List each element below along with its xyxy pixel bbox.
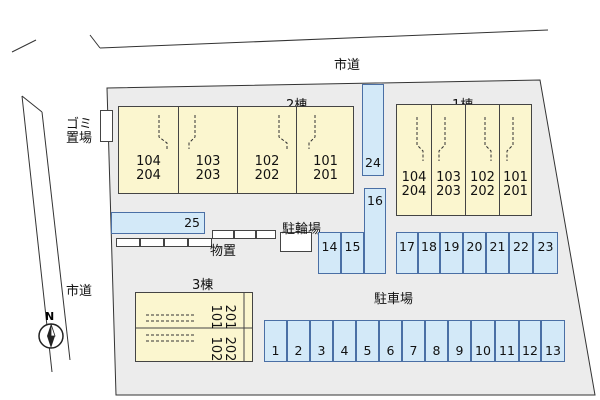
- unit-number-top: 202: [222, 336, 237, 362]
- left-road-label: 市道: [66, 284, 93, 299]
- storage-cell: [212, 230, 234, 239]
- garbage-label: ゴミ置場: [65, 117, 92, 146]
- parking-spot-2: 2: [287, 320, 310, 362]
- parking-spot-9: 9: [448, 320, 471, 362]
- building-2: 104 204 103 203 102 202 101 201: [118, 106, 354, 194]
- unit-number-bottom: 102: [208, 336, 223, 362]
- storage-cell: [234, 230, 256, 239]
- parking-spot-17: 17: [396, 232, 418, 274]
- building-2-stairs: [158, 115, 316, 149]
- unit-number-bottom: 202: [254, 168, 280, 183]
- unit-number-bottom: 202: [470, 184, 495, 199]
- left-road-corner: [21, 95, 43, 113]
- building-1-unit-4: 101 201: [499, 105, 531, 215]
- parking-spot-15: 15: [341, 232, 364, 274]
- parking-spot-22: 22: [509, 232, 533, 274]
- storage-cell: [164, 238, 188, 247]
- storage-strip-left: [116, 238, 212, 247]
- unit-number-top: 103: [195, 154, 221, 169]
- parking-spot-24: 24: [362, 84, 384, 176]
- parking-spot-23: 23: [533, 232, 558, 274]
- unit-number-bottom: 201: [503, 184, 528, 199]
- building-1-unit-1: 104 204: [397, 105, 431, 215]
- top-road-edge: [99, 29, 549, 49]
- parking-spot-14: 14: [318, 232, 341, 274]
- parking-spot-18: 18: [418, 232, 440, 274]
- parking-spot-19: 19: [440, 232, 463, 274]
- top-road-corner: [89, 34, 101, 49]
- storage-cell: [116, 238, 140, 247]
- parking-spot-5: 5: [356, 320, 379, 362]
- storage-strip-right: [212, 230, 276, 239]
- unit-number-bottom: 204: [136, 168, 161, 183]
- top-road-left-stub: [11, 39, 37, 53]
- parking-spot-11: 11: [495, 320, 519, 362]
- building-1-stairs: [416, 117, 514, 161]
- building-3-unit-2-numbers: 202 102: [208, 319, 237, 379]
- compass-arrow-icon: [38, 323, 64, 349]
- bicycle-parking-label: 駐輪場: [282, 222, 322, 237]
- storage-cell: [140, 238, 164, 247]
- parking-spot-3: 3: [310, 320, 333, 362]
- unit-number-bottom: 204: [401, 184, 427, 199]
- building-3-label: 3棟: [192, 278, 214, 293]
- building-2-unit-1: 104 204: [119, 107, 178, 193]
- storage-cell: [256, 230, 276, 239]
- parking-spot-21: 21: [486, 232, 509, 274]
- building-2-unit-4: 101 201: [296, 107, 354, 193]
- building-1-unit-3: 102 202: [465, 105, 499, 215]
- parking-lot-label: 駐車場: [374, 292, 414, 307]
- garbage-box: [100, 110, 113, 142]
- unit-number-top: 102: [470, 170, 495, 185]
- top-road-label: 市道: [334, 58, 361, 73]
- parking-spot-16: 16: [364, 188, 386, 274]
- parking-spot-6: 6: [379, 320, 402, 362]
- building-2-unit-3: 102 202: [237, 107, 296, 193]
- compass-north-label: N: [45, 310, 55, 323]
- storage-cell: [188, 238, 212, 247]
- unit-number-top: 102: [254, 154, 280, 169]
- parking-spot-12: 12: [519, 320, 541, 362]
- unit-number-top: 103: [436, 170, 461, 185]
- building-1-unit-2: 103 203: [431, 105, 465, 215]
- parking-spot-8: 8: [425, 320, 448, 362]
- left-road-edge: [41, 111, 71, 361]
- parking-spot-10: 10: [471, 320, 495, 362]
- parking-spot-4: 4: [333, 320, 356, 362]
- parking-spot-7: 7: [402, 320, 425, 362]
- building-1: 104 204 103 203 102 202 101 201: [396, 104, 532, 216]
- parking-spot-1: 1: [264, 320, 287, 362]
- unit-number-top: 101: [503, 170, 528, 185]
- unit-number-top: 104: [401, 170, 427, 185]
- unit-number-top: 101: [313, 154, 338, 169]
- parking-spot-13: 13: [541, 320, 565, 362]
- north-compass: N: [36, 310, 66, 350]
- parking-spot-20: 20: [463, 232, 486, 274]
- storage-label: 物置: [210, 244, 237, 259]
- building-3: 201 101 202 102: [135, 292, 253, 362]
- unit-number-top: 104: [136, 154, 161, 169]
- unit-number-bottom: 203: [436, 184, 461, 199]
- unit-number-bottom: 201: [313, 168, 338, 183]
- unit-number-bottom: 203: [195, 168, 221, 183]
- building-2-unit-2: 103 203: [178, 107, 237, 193]
- building-3-stairs: [136, 293, 252, 361]
- parking-spot-25: 25: [111, 212, 205, 234]
- bicycle-shelter: [280, 232, 312, 252]
